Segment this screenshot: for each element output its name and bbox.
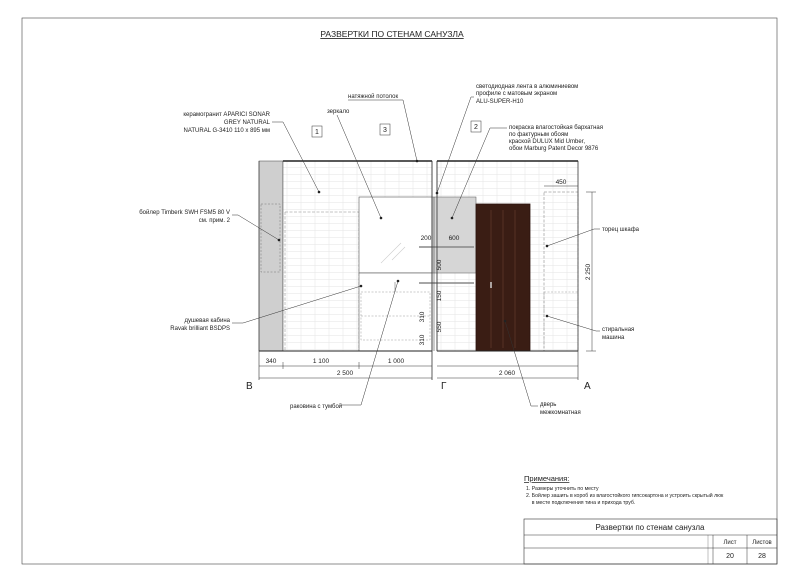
label-paint-2: по фактурным обоям (509, 132, 568, 138)
label-paint-3: краской DULUX Mid Umber, (509, 138, 585, 145)
marker-1: 1 (315, 129, 319, 136)
leader-dots (277, 159, 549, 323)
label-sink: раковина с тумбой (290, 403, 342, 410)
stamp-sheets-label: Листов (752, 540, 772, 546)
marker-3: 3 (383, 127, 387, 134)
dim-310a: 310 (419, 311, 426, 322)
label-washer-2: машина (602, 335, 625, 341)
label-led-3: ALU-SUPER-H10 (476, 99, 524, 105)
label-cabinet-end: торец шкафа (602, 227, 640, 233)
title-block (523, 518, 778, 565)
stamp-title: Развертки по стенам санузла (595, 523, 705, 532)
label-door-1: дверь (540, 402, 556, 408)
stamp-sheet: 20 (726, 553, 734, 560)
axis-right: А (584, 381, 591, 392)
leader-lines (232, 96, 600, 407)
dim-450: 450 (556, 179, 567, 186)
dim-2500: 2 500 (337, 370, 354, 377)
label-washer-1: стиральная (602, 327, 634, 333)
label-paint-1: покраска влагостойкая бархатная (509, 124, 603, 131)
dim-600: 600 (449, 235, 460, 242)
boiler-column (258, 160, 284, 352)
dim-200: 200 (421, 235, 432, 242)
axis-left: В (246, 381, 253, 392)
dim-2060: 2 060 (499, 370, 516, 377)
axis-middle: Г (441, 381, 447, 392)
painted-niche (431, 196, 477, 274)
dim-500: 500 (436, 259, 443, 270)
stamp-sheets: 28 (758, 553, 766, 560)
boiler-box (260, 203, 281, 273)
label-paint-4: обои Marburg Patent Decor 9876 (509, 146, 599, 152)
note-1: 1. Размеры уточнить по месту (526, 486, 599, 492)
dim-2250: 2 250 (585, 263, 592, 280)
dim-310b: 310 (419, 334, 426, 345)
label-ceiling: натяжной потолок (348, 93, 398, 100)
dim-340: 340 (266, 358, 277, 365)
label-led-1: светодиодная лента в алюминиевом (476, 84, 578, 90)
label-porcelain-2: GREY NATURAL (224, 120, 271, 126)
vanity-cabinet (358, 272, 433, 352)
elevation-right (419, 160, 579, 352)
note-2: 2. Бойлер зашить в короб из влагостойког… (526, 492, 724, 499)
label-porcelain-1: керамогранит APARICI SONAR (183, 112, 270, 118)
label-led-2: профиле с матовым экраном (476, 91, 557, 97)
label-porcelain-3: NATURAL G-3410 110 х 895 мм (183, 128, 270, 134)
label-boiler-2: см. прим. 2 (199, 218, 231, 224)
dimension-lines (259, 185, 596, 379)
label-shower-2: Ravak brilliant BSDPS (170, 326, 230, 332)
label-shower-1: душевая кабина (184, 318, 230, 324)
dim-150: 150 (436, 290, 443, 301)
label-boiler-1: бойлер Timberk SWH FSM5 80 V (139, 209, 230, 216)
dim-550: 550 (436, 321, 443, 332)
note-3: в месте подключения тина и прихода труб. (526, 500, 635, 506)
elevation-left (258, 160, 433, 352)
marker-2: 2 (474, 124, 478, 131)
label-mirror: зеркало (327, 109, 350, 115)
mirror (358, 196, 433, 274)
sheet-title: РАЗВЕРТКИ ПО СТЕНАМ САНУЗЛА (320, 29, 464, 39)
sheet-frame (21, 17, 778, 565)
stamp-sheet-label: Лист (723, 540, 736, 546)
dim-1000: 1 000 (388, 358, 405, 365)
dim-1100: 1 100 (313, 358, 330, 365)
label-door-2: межкомнатная (540, 410, 581, 416)
notes-heading: Примечания: (524, 474, 569, 483)
